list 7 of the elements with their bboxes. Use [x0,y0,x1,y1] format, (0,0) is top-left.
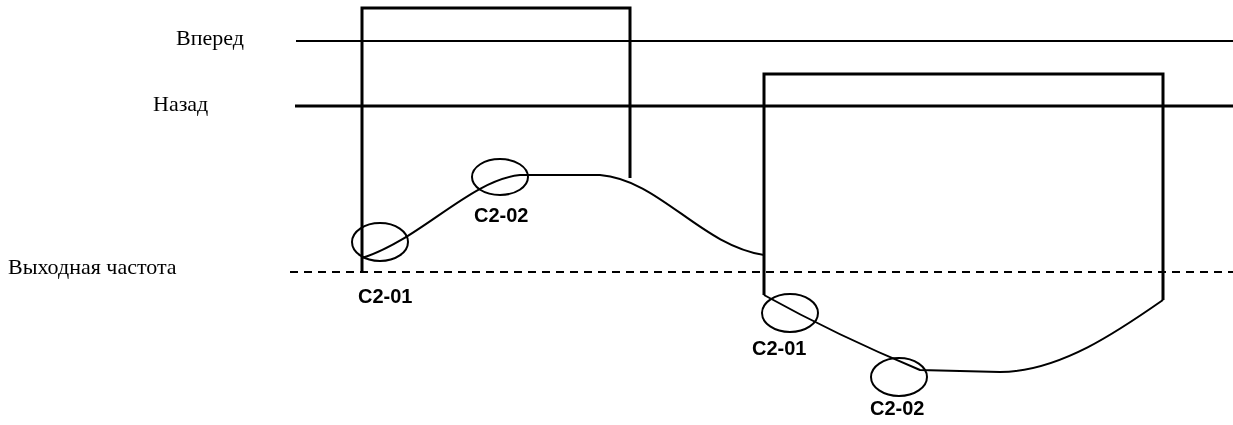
signal-label: Вперед [176,27,244,49]
signal-label: Назад [153,93,209,115]
parameter-label: C2-01 [358,286,413,306]
parameter-label: C2-01 [752,338,807,358]
signal-label: Выходная частота [8,256,177,278]
parameter-label: C2-02 [870,398,925,418]
parameter-label: C2-02 [474,205,529,225]
